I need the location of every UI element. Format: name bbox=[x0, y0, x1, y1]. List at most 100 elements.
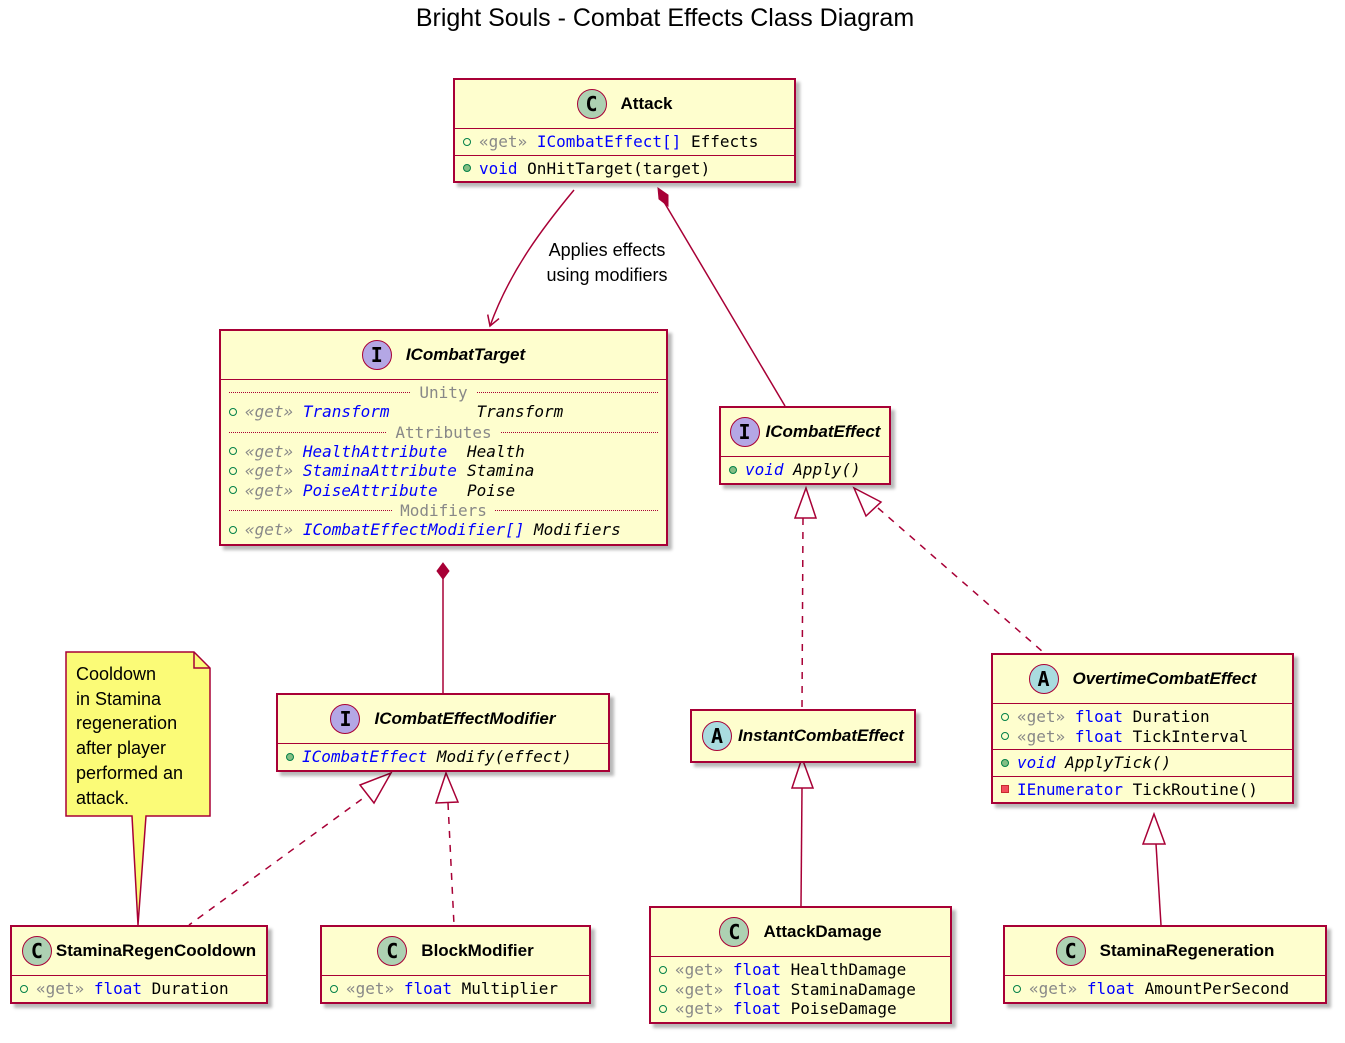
class-staminaregencooldown-header: C StaminaRegenCooldown bbox=[12, 927, 266, 975]
edge-attack-composition-icombateffect bbox=[663, 201, 786, 407]
realization-head-cooldown bbox=[358, 771, 393, 805]
field-row: «get» ICombatEffectModifier[] Modifiers bbox=[229, 520, 658, 540]
class-kind-icon: C bbox=[377, 936, 408, 966]
edge-attack-to-icombattarget bbox=[486, 189, 575, 328]
interface-kind-icon: I bbox=[330, 704, 361, 734]
class-name: StaminaRegenCooldown bbox=[55, 941, 257, 960]
class-staminaregencooldown[interactable]: C StaminaRegenCooldown «get» float Durat… bbox=[10, 925, 268, 1004]
method-row: ICombatEffect Modify(effect) bbox=[286, 747, 600, 767]
class-kind-icon: C bbox=[1055, 936, 1086, 966]
field-row: «get» ICombatEffect[] Effects bbox=[463, 132, 786, 152]
method-row: void ApplyTick() bbox=[1001, 753, 1284, 773]
field-row: «get» Transform bbox=[229, 402, 390, 422]
abstract-name: OvertimeCombatEffect bbox=[1072, 669, 1257, 688]
fields-section: «get» float HealthDamage «get» float Sta… bbox=[651, 956, 950, 1022]
class-attack[interactable]: C Attack «get» ICombatEffect[] Effects v… bbox=[453, 78, 796, 183]
edge-cooldown-realizes-modifier bbox=[188, 790, 374, 926]
interface-kind-icon: I bbox=[729, 417, 760, 447]
class-attack-header: C Attack bbox=[455, 80, 794, 128]
composition-diamond-icombattarget bbox=[436, 562, 450, 580]
fields-section: «get» float Duration «get» float TickInt… bbox=[993, 703, 1292, 749]
group-separator-unity: Unity bbox=[229, 382, 658, 402]
field-row: «get» PoiseAttribute bbox=[229, 481, 457, 501]
note-shape bbox=[65, 651, 211, 926]
field-row: «get» float TickInterval bbox=[1001, 727, 1284, 747]
interface-icombattarget-header: I ICombatTarget bbox=[221, 331, 666, 379]
class-attackdamage[interactable]: C AttackDamage «get» float HealthDamage … bbox=[649, 906, 952, 1024]
methods-section: void OnHitTarget(target) bbox=[455, 154, 794, 182]
methods-section: void ApplyTick() bbox=[993, 749, 1292, 776]
field-name: Health bbox=[466, 441, 525, 461]
interface-kind-icon: I bbox=[361, 340, 392, 370]
field-row: «get» StaminaAttribute bbox=[229, 461, 457, 481]
class-kind-icon: C bbox=[576, 89, 607, 119]
fields-section: «get» float Multiplier bbox=[322, 975, 589, 1002]
field-row: «get» HealthAttribute bbox=[229, 442, 457, 462]
fields-section: «get» float Duration bbox=[12, 975, 266, 1002]
public-method-icon bbox=[463, 164, 471, 173]
realization-head-instant bbox=[793, 485, 818, 519]
class-blockmodifier[interactable]: C BlockModifier «get» float Multiplier bbox=[320, 925, 591, 1004]
class-name: Attack bbox=[620, 94, 673, 113]
abstract-instantcombateffect-header: A InstantCombatEffect bbox=[692, 711, 914, 761]
interface-icombateffect-header: I ICombatEffect bbox=[721, 408, 889, 456]
edge-label-applies-effects: Applies effects using modifiers bbox=[546, 240, 668, 285]
abstract-name: InstantCombatEffect bbox=[738, 726, 904, 745]
class-name: StaminaRegeneration bbox=[1099, 941, 1275, 960]
field-name: Poise bbox=[466, 480, 516, 500]
interface-icombateffectmodifier[interactable]: I ICombatEffectModifier ICombatEffect Mo… bbox=[276, 693, 610, 772]
field-row: «get» float Duration bbox=[1001, 707, 1284, 727]
edge-attackdamage-extends-instant bbox=[800, 787, 803, 907]
private-visibility-icon bbox=[1001, 785, 1009, 794]
field-row: «get» float Multiplier bbox=[330, 979, 581, 999]
class-name: BlockModifier bbox=[421, 941, 534, 960]
inheritance-head-attackdamage bbox=[790, 755, 815, 789]
abstract-kind-icon: A bbox=[702, 721, 733, 751]
class-attackdamage-header: C AttackDamage bbox=[651, 908, 950, 956]
method-row: void OnHitTarget(target) bbox=[463, 159, 786, 179]
inheritance-head-staminaregen bbox=[1141, 811, 1167, 845]
field-row: «get» float PoiseDamage bbox=[659, 999, 942, 1019]
field-row: «get» float StaminaDamage bbox=[659, 980, 942, 1000]
group-separator-attributes: Attributes bbox=[229, 422, 658, 442]
public-visibility-icon bbox=[463, 137, 471, 146]
class-kind-icon: C bbox=[21, 936, 52, 966]
methods-section: ICombatEffect Modify(effect) bbox=[278, 743, 608, 770]
field-row: «get» float AmountPerSecond bbox=[1013, 979, 1317, 999]
method-row: IEnumerator TickRoutine() bbox=[1001, 780, 1284, 800]
method-row: void Apply() bbox=[729, 460, 881, 480]
edge-block-realizes-modifier bbox=[447, 802, 455, 926]
group-separator-modifiers: Modifiers bbox=[229, 500, 658, 520]
class-name: AttackDamage bbox=[763, 922, 882, 941]
field-row: «get» float HealthDamage bbox=[659, 960, 942, 980]
interface-name: ICombatTarget bbox=[405, 345, 526, 364]
methods-section: void Apply() bbox=[721, 456, 889, 483]
interface-name: ICombatEffectModifier bbox=[374, 709, 556, 728]
interface-icombattarget[interactable]: I ICombatTarget Unity «get» Transform Tr… bbox=[219, 329, 668, 546]
note-corner-fold bbox=[193, 652, 210, 669]
abstract-instantcombateffect[interactable]: A InstantCombatEffect bbox=[690, 709, 916, 763]
edge-overtime-realizes-icombateffect bbox=[877, 507, 1044, 653]
class-staminaregeneration-header: C StaminaRegeneration bbox=[1005, 927, 1325, 975]
field-name: Stamina bbox=[466, 461, 535, 480]
fields-section: «get» ICombatEffect[] Effects bbox=[455, 128, 794, 155]
diagram-title: Bright Souls - Combat Effects Class Diag… bbox=[415, 4, 915, 32]
note-cooldown: Cooldown in Stamina regeneration after p… bbox=[76, 664, 184, 808]
private-methods-section: IEnumerator TickRoutine() bbox=[993, 775, 1292, 803]
fields-section: Unity «get» Transform Transform Attribut… bbox=[221, 379, 666, 544]
abstract-overtimecombateffect[interactable]: A OvertimeCombatEffect «get» float Durat… bbox=[991, 653, 1294, 804]
field-row: «get» float Duration bbox=[20, 979, 258, 999]
interface-name: ICombatEffect bbox=[765, 422, 881, 441]
realization-head-overtime bbox=[852, 486, 883, 518]
edge-instant-realizes-icombateffect bbox=[801, 517, 804, 709]
class-kind-icon: C bbox=[719, 917, 750, 947]
composition-diamond-attack bbox=[657, 186, 669, 208]
abstract-kind-icon: A bbox=[1028, 664, 1059, 694]
edge-staminaregen-extends-overtime bbox=[1155, 843, 1162, 926]
realization-head-block bbox=[434, 770, 460, 804]
fields-section: «get» float AmountPerSecond bbox=[1005, 975, 1325, 1002]
interface-icombateffect[interactable]: I ICombatEffect void Apply() bbox=[719, 406, 891, 485]
class-staminaregeneration[interactable]: C StaminaRegeneration «get» float Amount… bbox=[1003, 925, 1327, 1004]
class-blockmodifier-header: C BlockModifier bbox=[322, 927, 589, 975]
